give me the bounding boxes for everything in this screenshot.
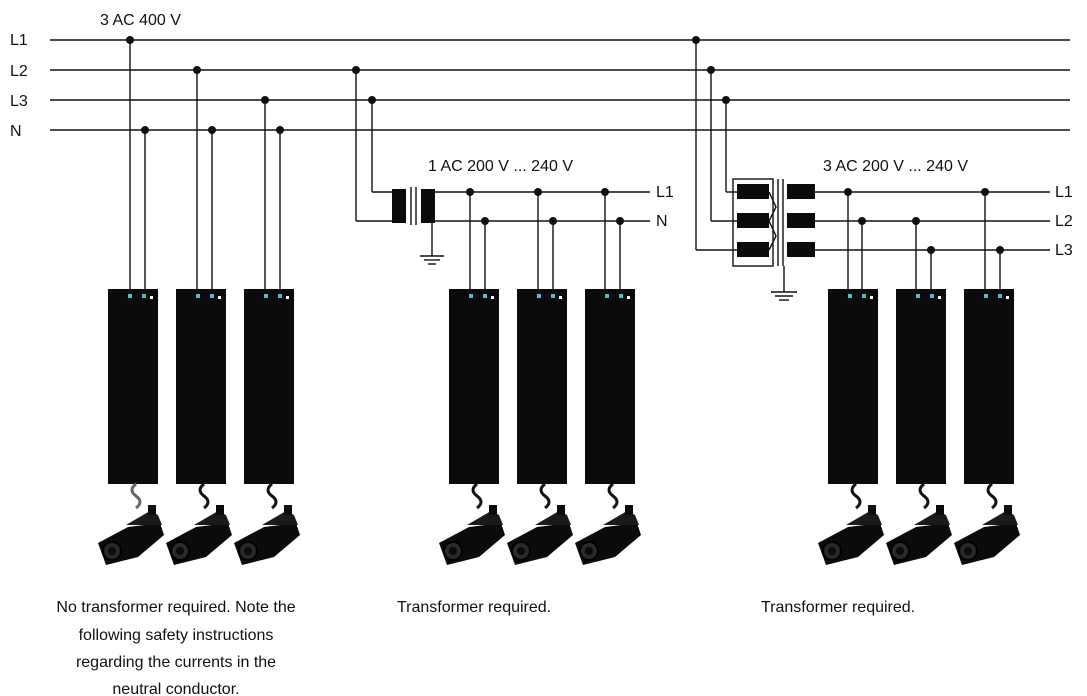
drive-terminal [848, 294, 852, 298]
servo-motor-icon [439, 505, 505, 565]
single-phase-voltage-label: 1 AC 200 V ... 240 V [428, 158, 573, 175]
three-phase-label-l2: L2 [1055, 213, 1073, 230]
drive-led [150, 296, 153, 299]
servo-drive-icon [244, 289, 294, 484]
drive-unit [954, 289, 1020, 565]
drive-terminal [196, 294, 200, 298]
group-single-phase: 1 AC 200 V ... 240 V L1 N [352, 66, 674, 290]
caption-direct-line-2: following safety instructions [79, 627, 274, 644]
drive-unit [234, 289, 300, 565]
servo-drive-icon [108, 289, 158, 484]
drive-unit [439, 289, 505, 565]
servo-motor-icon [954, 505, 1020, 565]
drive-led [938, 296, 941, 299]
drive-terminal [998, 294, 1002, 298]
drive-unit [507, 289, 573, 565]
three-phase-voltage-label: 3 AC 200 V ... 240 V [823, 158, 968, 175]
drive-unit [818, 289, 884, 565]
servo-drive-icon [517, 289, 567, 484]
drive-terminal [605, 294, 609, 298]
drive-terminal [916, 294, 920, 298]
servo-drive-icon [964, 289, 1014, 484]
drive-terminal [551, 294, 555, 298]
supply-bus [50, 39, 1070, 131]
drive-led [627, 296, 630, 299]
drive-unit [575, 289, 641, 565]
single-phase-label-l1: L1 [656, 184, 674, 201]
drive-terminal [619, 294, 623, 298]
servo-motor-icon [575, 505, 641, 565]
motor-cable [607, 482, 619, 510]
drive-terminal [128, 294, 132, 298]
bus-label-l3: L3 [10, 93, 28, 110]
caption-direct-line-4: neutral conductor. [112, 681, 239, 696]
motor-cable [266, 482, 278, 510]
group-direct [126, 36, 284, 290]
single-phase-label-n: N [656, 213, 668, 230]
servo-drive-icon [449, 289, 499, 484]
drive-terminal [862, 294, 866, 298]
servo-motor-icon [818, 505, 884, 565]
drive-led [1006, 296, 1009, 299]
drive-terminal [264, 294, 268, 298]
servo-drive-icon [585, 289, 635, 484]
drive-units [98, 289, 1020, 565]
caption-three-phase: Transformer required. [761, 599, 915, 616]
motor-cable [539, 482, 551, 510]
caption-direct-line-1: No transformer required. Note the [56, 599, 295, 616]
servo-drive-icon [176, 289, 226, 484]
motor-cable [198, 482, 210, 510]
drive-led [559, 296, 562, 299]
drive-terminal [483, 294, 487, 298]
drive-terminal [469, 294, 473, 298]
motor-cable [850, 482, 862, 510]
motor-cable [130, 482, 142, 510]
drive-led [218, 296, 221, 299]
drive-terminal [930, 294, 934, 298]
drive-terminal [210, 294, 214, 298]
drive-terminal [278, 294, 282, 298]
ground-icon [771, 266, 797, 301]
drive-terminal [142, 294, 146, 298]
caption-single-phase: Transformer required. [397, 599, 551, 616]
servo-drive-icon [828, 289, 878, 484]
ground-icon [420, 223, 444, 265]
drive-terminal [984, 294, 988, 298]
supply-voltage-label: 3 AC 400 V [100, 12, 181, 29]
drive-terminal [537, 294, 541, 298]
drive-unit [98, 289, 164, 565]
drive-led [286, 296, 289, 299]
drive-led [491, 296, 494, 299]
drive-unit [166, 289, 232, 565]
motor-cable [986, 482, 998, 510]
servo-motor-icon [234, 505, 300, 565]
bus-label-n: N [10, 123, 22, 140]
servo-motor-icon [507, 505, 573, 565]
transformer-icon [392, 187, 435, 225]
servo-motor-icon [886, 505, 952, 565]
bus-label-l2: L2 [10, 63, 28, 80]
drive-led [870, 296, 873, 299]
servo-drive-icon [896, 289, 946, 484]
bus-label-l1: L1 [10, 32, 28, 49]
servo-motor-icon [98, 505, 164, 565]
caption-direct-line-3: regarding the currents in the [76, 654, 276, 671]
three-phase-label-l1: L1 [1055, 184, 1073, 201]
motor-cable [471, 482, 483, 510]
three-phase-label-l3: L3 [1055, 242, 1073, 259]
motor-cable [918, 482, 930, 510]
group-three-phase: 3 AC 200 V ... 240 V L1 L2 L3 [692, 36, 1073, 301]
transformer-icon [732, 178, 815, 267]
drive-unit [886, 289, 952, 565]
servo-motor-icon [166, 505, 232, 565]
